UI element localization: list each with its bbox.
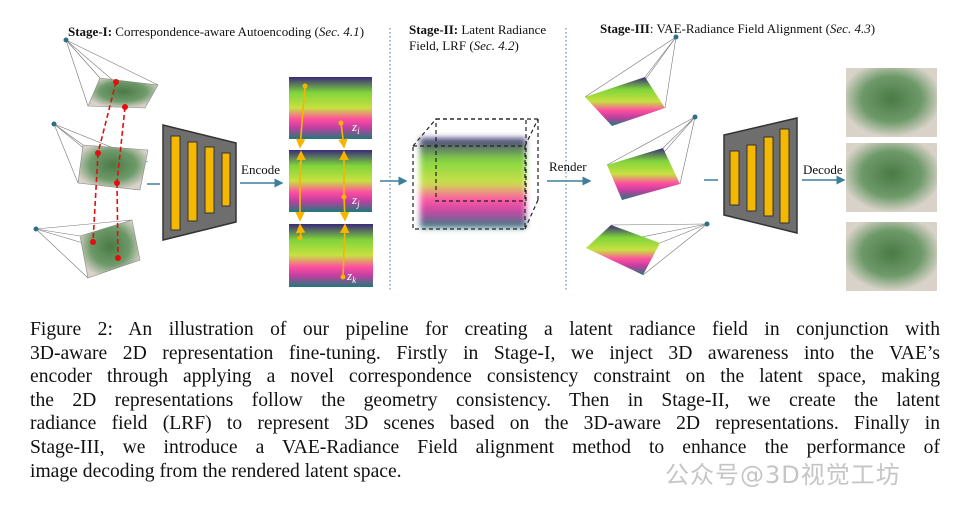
encoder-block (162, 124, 237, 241)
correspondence-lines (92, 81, 126, 259)
caption-line: Stage-III, we introduce a VAE-Radiance F… (30, 436, 940, 458)
correspondence-points (90, 79, 128, 261)
decoder-block (723, 117, 798, 234)
latent-label-zi: zi (351, 119, 360, 136)
camera-icon (704, 221, 710, 227)
output-photo (846, 222, 937, 291)
camera-icon (63, 37, 69, 43)
camera-icon (33, 226, 39, 232)
encode-label: Encode (241, 162, 280, 177)
rendered-latent (585, 77, 665, 126)
figure-caption: Figure 2: An illustration of our pipelin… (30, 318, 940, 483)
input-photo (77, 144, 149, 191)
latent-maps (289, 77, 373, 287)
stage-1-label: Stage-I: Correspondence-aware Autoencodi… (68, 24, 365, 39)
caption-line: encoder through applying a novel corresp… (30, 366, 940, 388)
caption-line: the 2D representations follow the geomet… (30, 389, 940, 411)
caption-line: 3D-aware 2D representation fine-tuning. … (30, 342, 940, 364)
output-photo (846, 143, 937, 212)
rendered-latent (607, 148, 680, 200)
pipeline-figure: zi zj zk (33, 21, 937, 292)
rendered-latent (586, 225, 660, 275)
output-photo (846, 68, 937, 137)
watermark: 公众号@3D视觉工坊 (665, 461, 901, 489)
input-photo (87, 77, 159, 109)
render-label: Render (549, 159, 587, 174)
latent-label-zk: zk (346, 268, 357, 285)
pipeline-diagram: zi zj zk (33, 28, 937, 292)
decode-label: Decode (803, 162, 843, 177)
camera-icon (692, 114, 698, 120)
camera-icon (51, 121, 57, 127)
latent-radiance-field-cube (412, 118, 539, 230)
input-photo (79, 219, 141, 279)
caption-line: Figure 2: An illustration of our pipelin… (30, 319, 940, 340)
stage-3-label: Stage-III: VAE-Radiance Field Alignment … (600, 21, 876, 36)
caption-line: radiance field (LRF) to represent 3D sce… (30, 413, 940, 435)
latent-label-zj: zj (351, 192, 360, 209)
caption-line: image decoding from the rendered latent … (30, 460, 402, 482)
camera-icon (673, 34, 679, 40)
